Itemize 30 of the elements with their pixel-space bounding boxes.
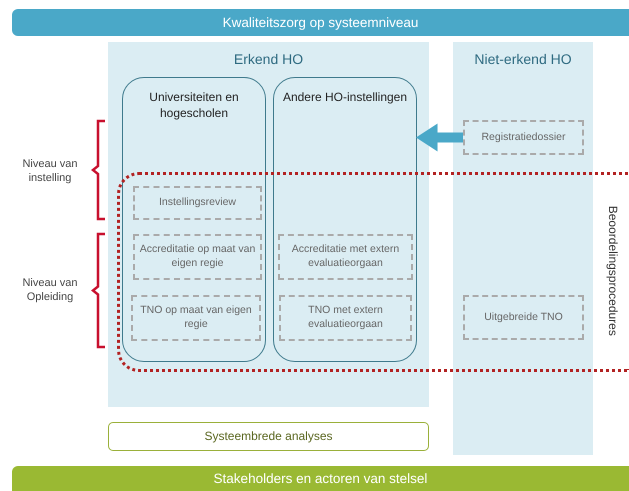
box-label: Systeembrede analyses bbox=[204, 428, 333, 444]
dashed-box bbox=[279, 295, 412, 341]
dashed-box bbox=[133, 234, 262, 280]
box-label: Uitgebreide TNO bbox=[484, 310, 563, 324]
dashed-box bbox=[133, 186, 262, 220]
dashed-box bbox=[463, 120, 584, 155]
level-label: Niveau van instelling bbox=[21, 157, 79, 186]
outlined-box bbox=[108, 422, 429, 451]
arrow bbox=[416, 124, 463, 152]
box-label: Stakeholders en actoren van stelsel bbox=[212, 470, 428, 488]
box-label: TNO met extern evaluatieorgaan bbox=[307, 304, 384, 332]
dashed-box bbox=[463, 295, 584, 340]
box-label: Instellingsreview bbox=[158, 196, 236, 210]
box-label: Erkend HO bbox=[232, 50, 304, 68]
level-label: Niveau van Opleiding bbox=[21, 276, 79, 305]
box-label: Kwaliteitszorg op systeemniveau bbox=[222, 14, 420, 32]
box-label: Niet-erkend HO bbox=[473, 50, 573, 68]
panel bbox=[453, 42, 593, 455]
box-label: Universiteiten en hogescholen bbox=[148, 90, 240, 122]
dashed-box bbox=[131, 295, 261, 341]
box-label: Registratiedossier bbox=[481, 130, 566, 144]
box-label: TNO op maat van eigen regie bbox=[139, 304, 253, 332]
region-label: Beoordelingsprocedures bbox=[604, 204, 620, 338]
box-label: Accreditatie op maat van eigen regie bbox=[139, 243, 256, 271]
header-bar bbox=[12, 9, 629, 36]
footer-bar bbox=[12, 466, 629, 491]
dashed-box bbox=[278, 234, 413, 280]
dotted-region bbox=[117, 172, 629, 372]
box-label: Accreditatie met extern evaluatieorgaan bbox=[290, 243, 400, 271]
box-label: Andere HO-instellingen bbox=[282, 90, 408, 106]
